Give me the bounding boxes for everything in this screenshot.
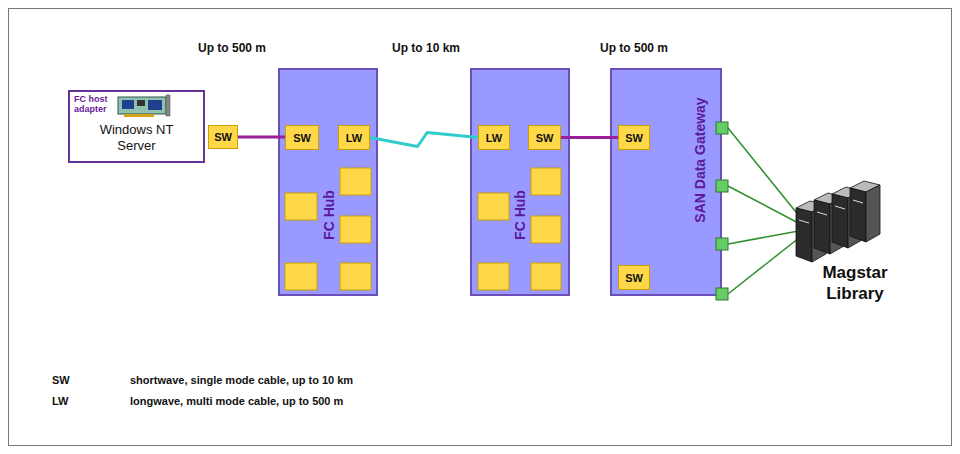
node-text: LW [486, 132, 503, 144]
node-text: FC Hub [321, 190, 337, 240]
port-box: LW [338, 125, 370, 150]
legend-text: longwave, multi mode cable, up to 500 m [130, 395, 343, 407]
legend-text: shortwave, single mode cable, up to 10 k… [130, 374, 353, 386]
legend-key: LW [52, 395, 69, 407]
legend-text: longwave, multi mode cable, up to 500 m [130, 395, 343, 407]
gateway-scsi-ports [716, 122, 728, 300]
node-text: SW [214, 131, 232, 143]
port-box: SW [618, 265, 650, 290]
node-text: FC Hub [512, 190, 528, 240]
outer-frame [9, 9, 952, 446]
distance-label: Up to 10 km [392, 41, 460, 55]
library-label: Magstar Library [822, 263, 887, 303]
server-box: FC host adapterWindows NT Server [68, 90, 205, 163]
port-box: SW [208, 125, 238, 149]
node-text: SAN Data Gateway [692, 97, 708, 222]
gateway-tape-cables [728, 128, 804, 294]
distance-label: Up to 500 m [600, 41, 668, 55]
hub-box: FC Hub SW LW [278, 68, 378, 296]
text-holder: FC host adapter [74, 94, 114, 115]
legend-key: SW [52, 374, 70, 386]
cable-line [238, 136, 285, 139]
port-box: SW [285, 125, 319, 150]
port-box: LW [478, 125, 510, 150]
node-text: Windows NT Server [100, 122, 174, 153]
gateway-box: SAN Data GatewaySWSW [610, 68, 722, 296]
node-text: SW [293, 132, 311, 144]
cable-line [370, 133, 478, 147]
legend-key: SW [52, 374, 70, 386]
port-box: SW [528, 125, 561, 150]
node-text: SW [536, 132, 554, 144]
node-text: FC host adapter [74, 94, 108, 114]
text-holder: Windows NT Server [70, 122, 203, 153]
text-holder: SAN Data Gateway [692, 97, 708, 222]
text-holder: FC Hub [512, 190, 528, 240]
node-text: SW [625, 132, 643, 144]
adapter-card-icon [118, 95, 170, 117]
distance-label: Up to 10 km [392, 41, 460, 55]
distance-label: Up to 500 m [198, 41, 266, 55]
port-box: SW [618, 125, 650, 150]
text-holder: FC Hub [321, 190, 337, 240]
empty-port-slots [285, 168, 561, 290]
distance-label: Up to 500 m [600, 41, 668, 55]
library-label: Magstar Library [803, 262, 907, 305]
hub-box: FC Hub LW SW [470, 68, 570, 296]
legend-text: shortwave, single mode cable, up to 10 k… [130, 374, 353, 386]
legend-key: LW [52, 395, 69, 407]
cable-line [561, 136, 618, 139]
node-text: SW [625, 272, 643, 284]
node-text: LW [346, 132, 363, 144]
distance-label: Up to 500 m [198, 41, 266, 55]
tape-library-illustration [796, 181, 880, 262]
